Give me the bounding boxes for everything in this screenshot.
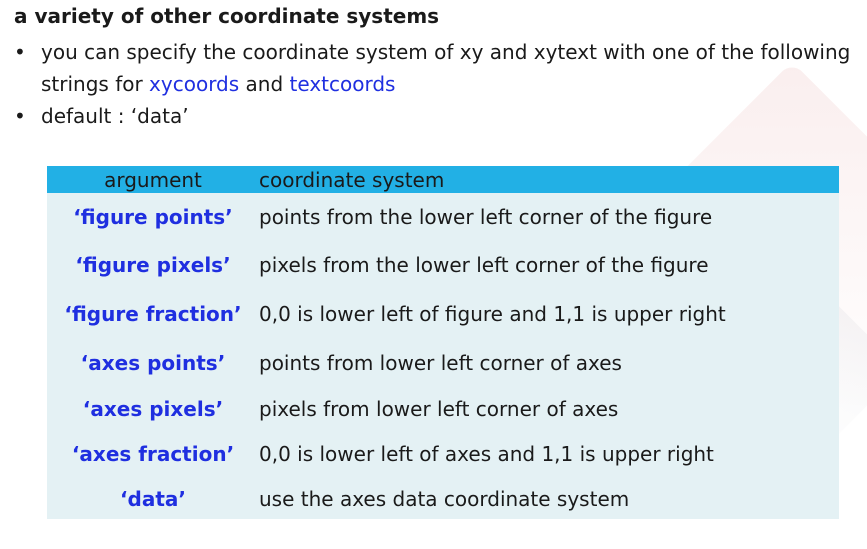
row-description: points from the lower left corner of the… xyxy=(259,205,713,229)
slide-heading: a variety of other coordinate systems xyxy=(14,4,440,28)
row-argument: ‘axes points’ xyxy=(80,351,226,375)
bullet-dot: • xyxy=(14,40,26,64)
row-description: points from lower left corner of axes xyxy=(259,351,622,375)
row-argument: ‘data’ xyxy=(119,487,187,511)
header-coordinate-system: coordinate system xyxy=(259,167,445,192)
bullet-item-2: • default : ‘data’ xyxy=(14,100,854,132)
bullet-list: • you can specify the coordinate system … xyxy=(14,36,854,132)
term-xycoords: xycoords xyxy=(149,72,240,96)
row-description: use the axes data coordinate system xyxy=(259,487,630,511)
bullet-item-1: • you can specify the coordinate system … xyxy=(14,36,854,100)
row-description: 0,0 is lower left of axes and 1,1 is upp… xyxy=(259,442,714,466)
term-textcoords: textcoords xyxy=(289,72,396,96)
row-argument: ‘figure fraction’ xyxy=(64,302,242,326)
coordinate-systems-table: argument coordinate system ‘figure point… xyxy=(47,166,839,519)
table-row: ‘axes fraction’ 0,0 is lower left of axe… xyxy=(47,431,839,477)
row-argument: ‘figure points’ xyxy=(73,205,233,229)
table-row: ‘axes points’ points from lower left cor… xyxy=(47,339,839,387)
row-description: pixels from lower left corner of axes xyxy=(259,397,619,421)
header-argument: argument xyxy=(104,167,202,192)
bullet-text-1-and: and xyxy=(239,72,290,96)
table-row: ‘data’ use the axes data coordinate syst… xyxy=(47,477,839,521)
table-row: ‘figure fraction’ 0,0 is lower left of f… xyxy=(47,289,839,339)
row-description: pixels from the lower left corner of the… xyxy=(259,253,709,277)
bullet-text-2: default : ‘data’ xyxy=(41,104,189,128)
table-row: ‘axes pixels’ pixels from lower left cor… xyxy=(47,387,839,431)
bullet-text-1: you can specify the coordinate system of… xyxy=(41,36,854,100)
row-argument: ‘figure pixels’ xyxy=(75,253,231,277)
bullet-text-1-main: you can specify the coordinate system of… xyxy=(41,40,851,96)
table-row: ‘figure pixels’ pixels from the lower le… xyxy=(47,241,839,289)
row-description: 0,0 is lower left of figure and 1,1 is u… xyxy=(259,302,726,326)
row-argument: ‘axes pixels’ xyxy=(82,397,224,421)
bullet-dot: • xyxy=(14,104,26,128)
table-header: argument coordinate system xyxy=(47,166,839,193)
row-argument: ‘axes fraction’ xyxy=(71,442,235,466)
table-row: ‘figure points’ points from the lower le… xyxy=(47,193,839,241)
